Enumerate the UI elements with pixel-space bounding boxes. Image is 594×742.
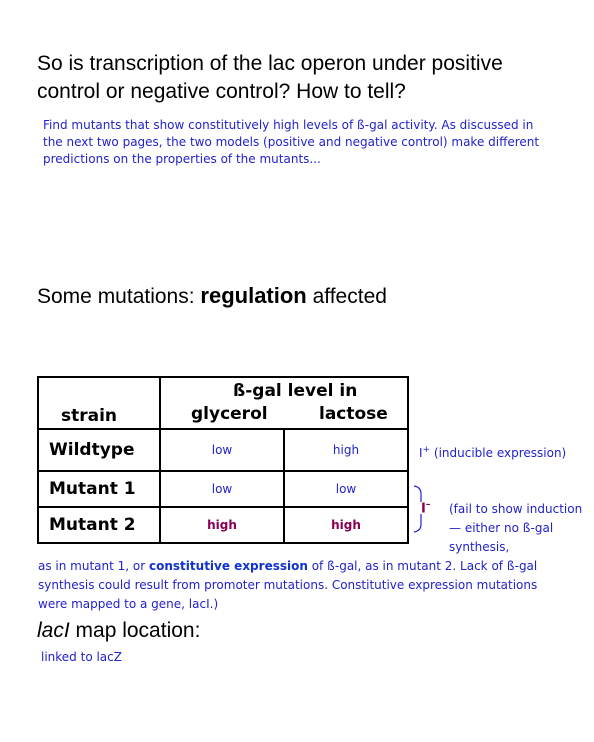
strain-table: strain ß-gal level in glycerol lactose W…	[37, 376, 409, 544]
i-minus-sup: –	[425, 500, 431, 510]
table-header-row: strain ß-gal level in glycerol lactose	[37, 376, 409, 430]
constitutive-note-post: of ß-gal, as in mutant 2. Lack of ß-gal …	[38, 559, 538, 611]
constitutive-note: as in mutant 1, or constitutive expressi…	[38, 557, 568, 614]
mutations-heading-emphasis: regulation	[200, 283, 307, 308]
map-heading-rest: map location:	[69, 619, 201, 642]
mutations-heading: Some mutations: regulation affected	[37, 282, 387, 311]
lactose-header: lactose	[319, 404, 388, 424]
map-location-heading: lacI map location:	[37, 617, 200, 645]
question-heading: So is transcription of the lac operon un…	[37, 52, 503, 103]
linked-note: linked to lacZ	[41, 650, 122, 664]
i-minus-base: I	[421, 501, 426, 517]
lactose-cell: low	[283, 470, 409, 508]
glycerol-header: glycerol	[191, 404, 268, 424]
table-row: Mutant 2 high high	[37, 506, 409, 544]
constitutive-note-pre: as in mutant 1, or	[38, 559, 150, 573]
constitutive-note-emphasis: constitutive expression	[149, 559, 308, 573]
brace-icon	[413, 485, 422, 533]
i-plus-text: (inducible expression)	[430, 446, 567, 460]
mutant-note: Find mutants that show constitutively hi…	[43, 118, 540, 166]
lactose-cell: high	[283, 428, 409, 472]
glycerol-cell: high	[159, 506, 285, 544]
i-plus-base: I	[419, 446, 423, 460]
glycerol-cell: low	[159, 428, 285, 472]
strain-cell: Mutant 1	[37, 470, 161, 508]
lactose-cell: high	[283, 506, 409, 544]
fail-induction-note: (fail to show induction— either no ß-gal…	[449, 502, 583, 554]
strain-cell: Wildtype	[37, 428, 161, 472]
strain-column-header: strain	[37, 376, 161, 430]
inducible-note: I+ (inducible expression)	[419, 445, 566, 460]
strain-cell: Mutant 2	[37, 506, 161, 544]
glycerol-cell: low	[159, 470, 285, 508]
level-column-header: ß-gal level in glycerol lactose	[159, 376, 409, 430]
i-plus-sup: +	[422, 445, 431, 455]
i-minus-label: I–	[421, 500, 430, 516]
table-row: Wildtype low high	[37, 428, 409, 472]
level-header-title: ß-gal level in	[233, 381, 358, 401]
mutations-heading-pre: Some mutations:	[37, 285, 201, 308]
mutations-heading-post: affected	[306, 285, 387, 308]
map-heading-gene: lacI	[37, 619, 70, 642]
table-row: Mutant 1 low low	[37, 470, 409, 508]
